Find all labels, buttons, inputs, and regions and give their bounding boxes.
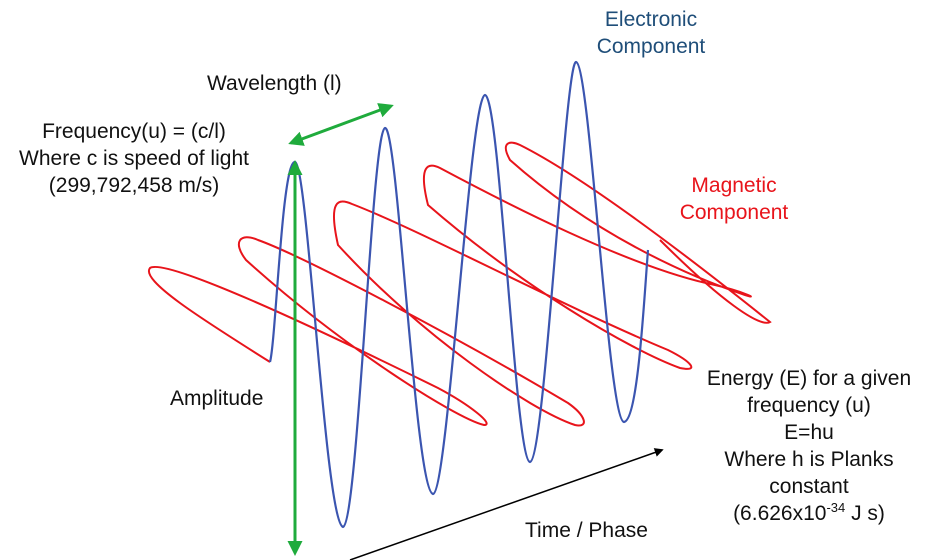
electronic-wave: [268, 60, 650, 529]
electronic-label-line1: Electronic: [604, 8, 698, 31]
energy-label-line1: Energy (E) for a given: [706, 367, 912, 390]
energy-label: Energy (E) for a given frequency (u) E=h…: [683, 365, 935, 527]
magnetic-label: Magnetic Component: [664, 172, 804, 226]
energy-label-line2: frequency (u): [747, 394, 871, 417]
electronic-label-line2: Component: [596, 35, 706, 58]
energy-label-line4: Where h is Planks: [724, 448, 894, 471]
electronic-label: Electronic Component: [586, 6, 716, 60]
planck-mantissa: (6.626x10: [733, 502, 827, 525]
wavelength-arrow: [288, 103, 394, 146]
energy-label-line3: E=hu: [784, 421, 834, 444]
wavelength-label: Wavelength (l): [207, 72, 342, 95]
frequency-label-line1: Frequency(u) = (c/l): [42, 120, 226, 143]
time-phase-label: Time / Phase: [525, 519, 648, 542]
time-axis-arrow: [349, 448, 664, 560]
magnetic-label-line1: Magnetic: [691, 174, 777, 197]
magnetic-wave: [147, 141, 772, 427]
amplitude-label: Amplitude: [170, 387, 264, 410]
energy-label-line5: constant: [769, 475, 849, 498]
planck-exponent: -34: [826, 500, 846, 515]
frequency-label: Frequency(u) = (c/l) Where c is speed of…: [0, 118, 268, 199]
planck-unit: J s): [845, 502, 885, 525]
frequency-label-line3: (299,792,458 m/s): [48, 174, 220, 197]
frequency-label-line2: Where c is speed of light: [19, 147, 249, 170]
magnetic-label-line2: Component: [679, 201, 789, 224]
energy-label-line6: (6.626x10-34 J s): [683, 500, 935, 527]
